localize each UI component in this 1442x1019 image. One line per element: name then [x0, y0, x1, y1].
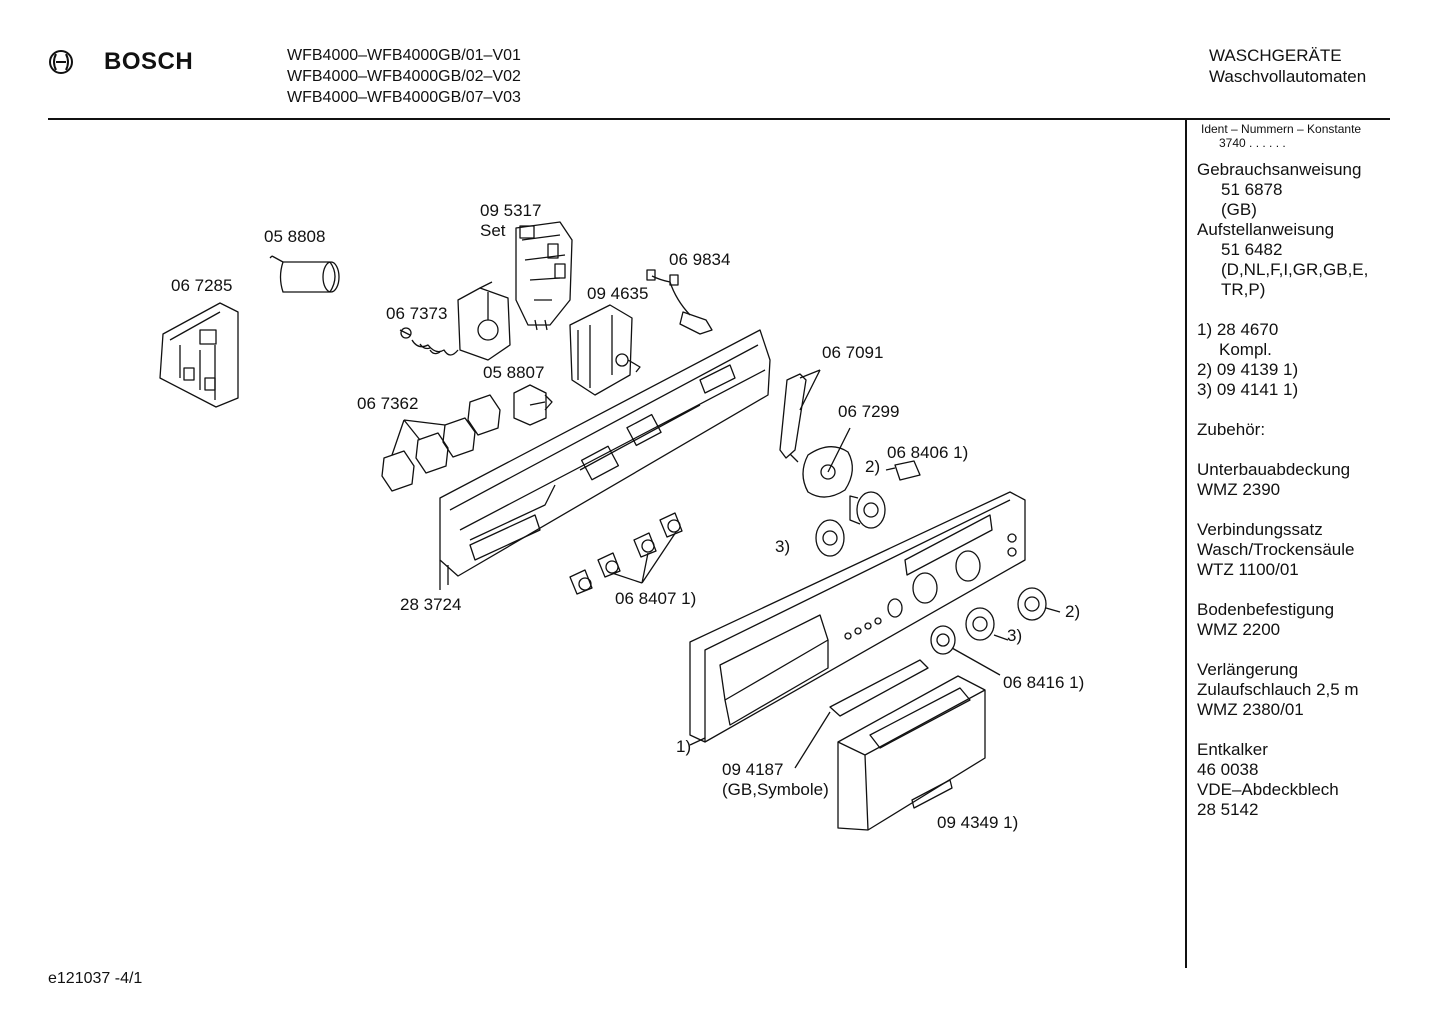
label-note-3-right: 3)	[1007, 626, 1022, 645]
dispenser-drawer-part	[837, 675, 986, 831]
label-set: Set	[480, 221, 506, 240]
aufstell-lang-2: TR,P)	[1221, 280, 1266, 299]
label-068416: 06 8416 1)	[1003, 673, 1084, 692]
aufstell-lang-1: (D,NL,F,I,GR,GB,E,	[1221, 260, 1369, 279]
cam-disc-part	[802, 427, 853, 498]
switch-set-part	[515, 221, 573, 331]
panel-frame-part	[439, 329, 771, 590]
boden-title: Bodenbefestigung	[1197, 600, 1335, 619]
exploded-parts-diagram: 06 7285 05 8808 09 5317 Set 06 9834 06 7…	[159, 201, 1084, 832]
entk-title: Entkalker	[1197, 740, 1268, 759]
spindle-part	[885, 460, 921, 481]
label-067373: 06 7373	[386, 304, 447, 323]
small-switch-part	[513, 384, 553, 426]
knob-lower-part	[815, 519, 845, 557]
vde-number: 28 5142	[1197, 800, 1259, 819]
label-069834: 06 9834	[669, 250, 730, 269]
label-067299: 06 7299	[838, 402, 899, 421]
note-1-kompl: Kompl.	[1219, 340, 1272, 359]
label-283724: 28 3724	[400, 595, 461, 614]
label-068406: 06 8406 1)	[887, 443, 968, 462]
sensor-cable-part	[646, 269, 713, 335]
gebrauch-lang: (GB)	[1221, 200, 1257, 219]
note-1: 1) 28 4670	[1197, 320, 1279, 339]
gebrauch-title: Gebrauchsanweisung	[1197, 160, 1362, 179]
verl-number: WMZ 2380/01	[1197, 700, 1304, 719]
sidebar-divider	[1185, 118, 1187, 968]
label-068407: 06 8407 1)	[615, 589, 696, 608]
lever-part	[779, 369, 821, 463]
label-094635: 09 4635	[587, 284, 648, 303]
bosch-armature-icon	[49, 50, 73, 74]
front-fascia-part	[689, 491, 1026, 743]
brand-name: BOSCH	[104, 48, 194, 75]
knob-upper-part	[849, 491, 886, 529]
boden-number: WMZ 2200	[1197, 620, 1281, 639]
push-switches-part	[381, 394, 501, 492]
label-095317: 09 5317	[480, 201, 541, 220]
gebrauch-number: 51 6878	[1221, 180, 1283, 199]
label-note-1: 1)	[676, 737, 691, 756]
label-067091: 06 7091	[822, 343, 883, 362]
category-subtitle: Waschvollautomaten	[1209, 67, 1367, 86]
verbind-number: WTZ 1100/01	[1197, 560, 1299, 579]
label-058808: 05 8808	[264, 227, 325, 246]
label-note-2-right: 2)	[1065, 602, 1080, 621]
unterbau-title: Unterbauabdeckung	[1197, 460, 1351, 479]
zubehoer-heading: Zubehör:	[1197, 420, 1266, 439]
capacitor-part	[269, 255, 340, 293]
aufstell-title: Aufstellanweisung	[1197, 220, 1335, 239]
thermostat-part	[399, 281, 511, 361]
aufstell-number: 51 6482	[1221, 240, 1283, 259]
label-note-2-upper: 2)	[865, 457, 880, 476]
model-line-2: WFB4000–WFB4000GB/02–V02	[287, 68, 521, 85]
note-2: 2) 09 4139 1)	[1197, 360, 1299, 379]
knob-right-part	[930, 587, 1061, 676]
label-094187: 09 4187	[722, 760, 783, 779]
vde-title: VDE–Abdeckblech	[1197, 780, 1339, 799]
category-title: WASCHGERÄTE	[1209, 46, 1342, 65]
verbind-title: Verbindungssatz	[1197, 520, 1323, 539]
label-note-3-upper: 3)	[775, 537, 790, 556]
label-067285: 06 7285	[171, 276, 232, 295]
verbind-sub: Wasch/Trockensäule	[1197, 540, 1355, 559]
label-gb-symbole: (GB,Symbole)	[722, 780, 829, 799]
document-code: e121037 -4/1	[48, 970, 143, 987]
header-divider	[48, 118, 1390, 120]
program-selector-part	[569, 304, 641, 396]
push-buttons-part	[569, 512, 683, 595]
note-3: 3) 09 4141 1)	[1197, 380, 1299, 399]
bracket-part	[159, 302, 239, 408]
brand-logo: BOSCH	[48, 46, 218, 80]
model-line-1: WFB4000–WFB4000GB/01–V01	[287, 47, 521, 64]
entk-number: 46 0038	[1197, 760, 1259, 779]
label-094349: 09 4349 1)	[937, 813, 1018, 832]
model-line-3: WFB4000–WFB4000GB/07–V03	[287, 89, 521, 106]
ident-label: Ident – Nummern – Konstante	[1201, 122, 1362, 136]
label-058807: 05 8807	[483, 363, 544, 382]
label-067362: 06 7362	[357, 394, 418, 413]
verl-title: Verlängerung	[1197, 660, 1299, 679]
ident-value: 3740 . . . . . .	[1219, 136, 1286, 150]
unterbau-number: WMZ 2390	[1197, 480, 1281, 499]
verl-sub: Zulaufschlauch 2,5 m	[1197, 680, 1359, 699]
symbol-strip-part	[794, 659, 929, 769]
sidebar: Ident – Nummern – Konstante 3740 . . . .…	[1197, 122, 1387, 820]
